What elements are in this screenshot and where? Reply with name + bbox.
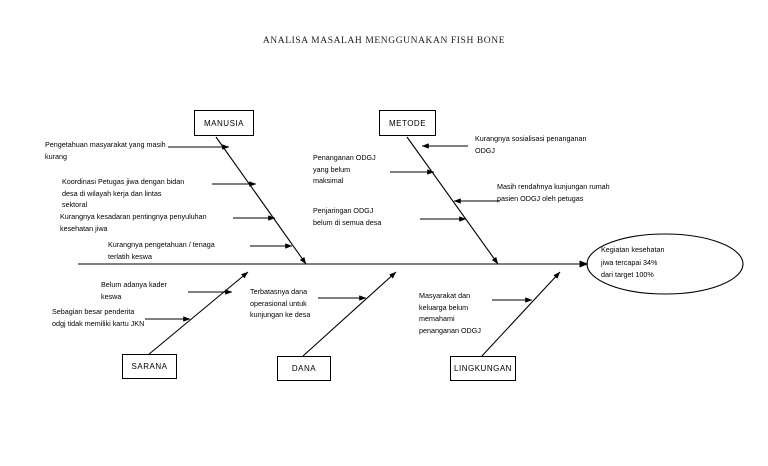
bone-dana xyxy=(302,271,397,357)
category-box-manusia[interactable]: MANUSIA xyxy=(194,110,254,136)
cause-metode-2: Penjaringan ODGJ belum di semua desa xyxy=(313,206,382,227)
cause-metode-1: Penanganan ODGJ yang belum maksimal xyxy=(313,153,376,186)
cause-metode-3: Kurangnya sosialisasi penanganan ODGJ xyxy=(475,134,587,155)
category-box-lingkungan[interactable]: LINGKUNGAN xyxy=(450,356,516,381)
bone-metode xyxy=(406,136,499,265)
bone-lingkungan xyxy=(480,271,561,358)
effect-ellipse xyxy=(586,233,744,295)
cause-dana-1: Terbatasnya dana operasional untuk kunju… xyxy=(250,287,311,320)
page-title: ANALISA MASALAH MENGGUNAKAN FISH BONE xyxy=(262,36,506,46)
category-label-metode: METODE xyxy=(388,118,427,128)
cause-metode-4: Masih rendahnya kunjungan rumah pasien O… xyxy=(497,182,610,203)
cause-sarana-2: Sebagian besar penderita odgj tidak memi… xyxy=(52,307,145,328)
category-label-lingkungan: LINGKUNGAN xyxy=(454,364,512,373)
effect-label: Kegiatan kesehatan jiwa tercapai 34% dar… xyxy=(601,245,665,280)
bone-sarana xyxy=(147,271,249,356)
cause-lingkungan-1: Masyarakat dan keluarga belum memahami p… xyxy=(419,291,481,335)
bone-manusia xyxy=(215,136,307,265)
category-box-dana[interactable]: DANA xyxy=(277,356,331,381)
cause-manusia-1: Pengetahuan masyarakat yang masih kurang xyxy=(45,140,166,161)
cause-manusia-4: Kurangnya pengetahuan / tenaga terlatih … xyxy=(108,240,215,261)
category-label-manusia: MANUSIA xyxy=(204,118,244,128)
cause-sarana-1: Belum adanya kader keswa xyxy=(101,280,167,301)
cause-manusia-3: Kurangnya kesadaran pentingnya penyuluha… xyxy=(60,212,207,233)
category-box-metode[interactable]: METODE xyxy=(379,110,436,136)
category-box-sarana[interactable]: SARANA xyxy=(122,354,177,379)
category-label-sarana: SARANA xyxy=(131,362,168,371)
cause-manusia-2: Koordinasi Petugas jiwa dengan bidan des… xyxy=(62,177,185,210)
category-label-dana: DANA xyxy=(291,364,317,373)
